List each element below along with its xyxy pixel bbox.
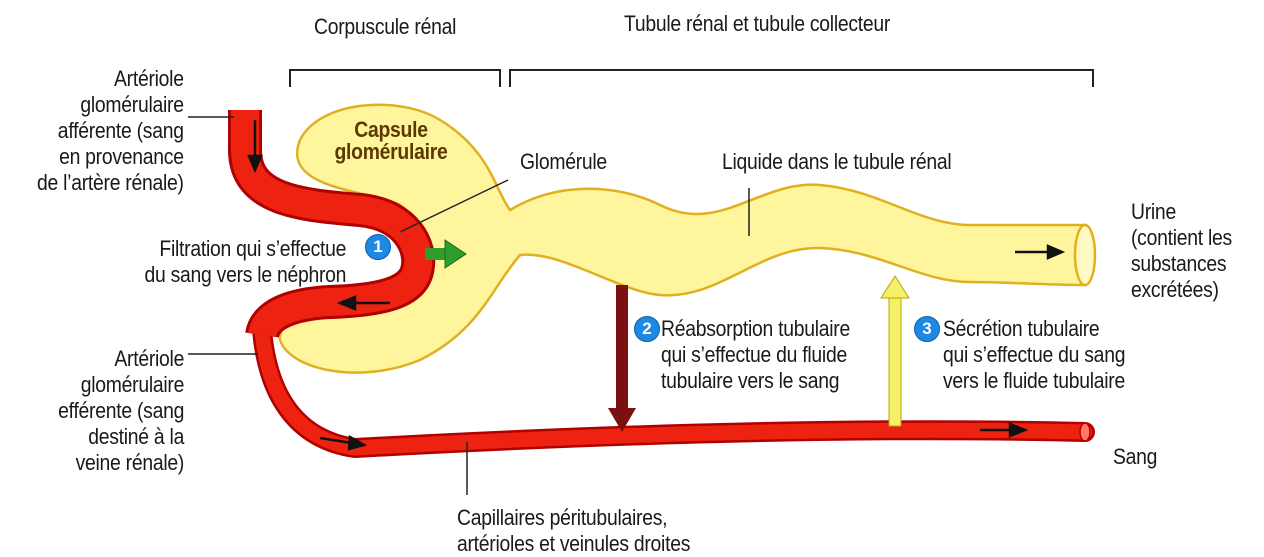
corpuscle-bracket [290,70,500,87]
blood-label: Sang [1113,444,1157,470]
secretion-arrow [881,276,909,426]
tubule-header: Tubule rénal et tubule collecteur [624,11,890,37]
tubule-bracket [510,70,1093,87]
secretion-badge: 3 [914,316,940,342]
vessel-end [1080,423,1090,441]
reabsorption-badge: 2 [634,316,660,342]
tubule-fluid-label: Liquide dans le tubule rénal [722,149,951,175]
corpuscle-header: Corpuscule rénal [314,14,456,40]
tubule-opening [1075,225,1095,285]
filtration-badge: 1 [365,234,391,260]
capillaries-label: Capillaires péritubulaires,artérioles et… [457,505,690,557]
glomerulus-label: Glomérule [520,149,607,175]
reabsorption-arrow [608,285,636,432]
